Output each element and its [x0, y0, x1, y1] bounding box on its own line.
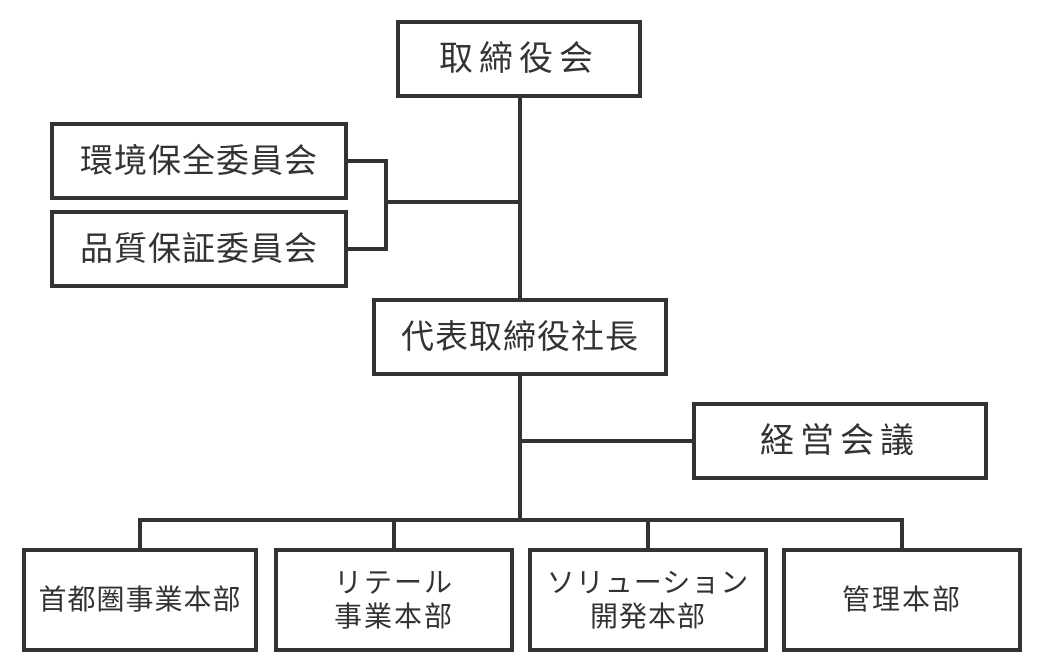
board-of-directors-label: 取締役会: [439, 38, 599, 79]
division-label-line: 開発本部: [589, 600, 706, 633]
division-label-line: 事業本部: [333, 600, 454, 633]
division-box-administration: 管理本部: [782, 548, 1022, 652]
environmental-committee-box: 環境保全委員会: [50, 122, 348, 200]
division-label-line: ソリューション: [546, 566, 750, 600]
environmental-committee-label: 環境保全委員会: [80, 141, 318, 181]
management-meeting-box: 経営会議: [692, 402, 988, 480]
quality-committee-label: 品質保証委員会: [80, 229, 318, 269]
board-of-directors-box: 取締役会: [396, 20, 642, 98]
division-box-retail: リテール 事業本部: [274, 548, 514, 652]
division-label-line: 首都圏事業本部: [38, 583, 242, 617]
quality-committee-box: 品質保証委員会: [50, 210, 348, 288]
division-box-solution: ソリューション 開発本部: [528, 548, 768, 652]
connector-committees-bracket: [346, 159, 388, 251]
division-box-metropolitan: 首都圏事業本部: [22, 548, 258, 652]
division-label-line: 管理本部: [841, 583, 962, 617]
president-label: 代表取締役社長: [401, 317, 639, 357]
management-meeting-label: 経営会議: [760, 420, 920, 461]
division-label-line: リテール: [333, 566, 454, 600]
president-box: 代表取締役社長: [372, 298, 668, 376]
